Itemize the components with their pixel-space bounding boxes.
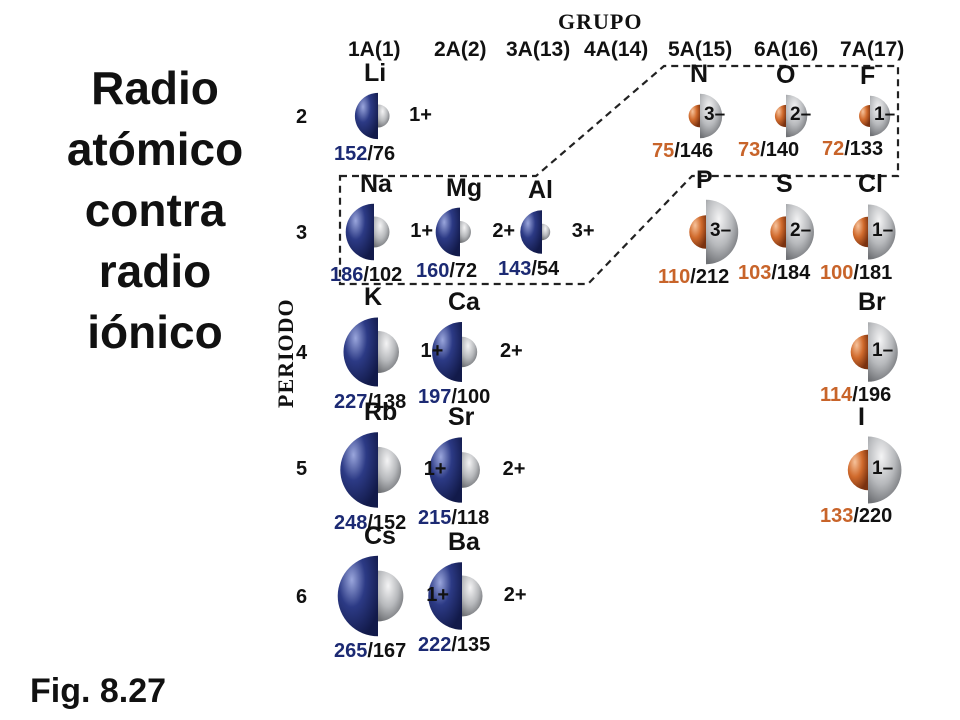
ion-charge: 1– [872, 458, 894, 479]
title-line: iónico [87, 306, 223, 358]
radius-values: 143/54 [498, 257, 560, 280]
element-symbol: P [696, 165, 713, 194]
ion-charge: 2+ [503, 584, 527, 606]
title-line: atómico [66, 123, 244, 175]
page-title: Radio atómico contra radio iónico [40, 58, 270, 363]
radius-values: 110/212 [658, 266, 730, 289]
radius-values: 227/138 [334, 390, 407, 413]
cation-sphere-al [520, 210, 551, 254]
radius-values: 222/135 [418, 633, 491, 656]
title-line: Radio [91, 62, 219, 114]
element-symbol: Rb [364, 398, 398, 427]
radius-values: 265/167 [334, 640, 407, 663]
ion-charge: 1– [874, 104, 896, 125]
period-label: 4 [296, 342, 308, 364]
anion-sphere-p [689, 199, 739, 265]
ion-charge: 3– [710, 220, 732, 241]
element-symbol: Br [858, 288, 886, 317]
period-label: 5 [296, 458, 308, 480]
element-symbol: N [690, 59, 709, 88]
cation-sphere-li [354, 92, 390, 140]
group-label: 1A(1) [348, 38, 401, 61]
ion-charge: 1– [872, 220, 894, 241]
cation-sphere-na [345, 203, 390, 261]
element-symbol: Li [364, 58, 387, 87]
figure-label: Fig. 8.27 [30, 672, 167, 710]
element-symbol: S [776, 170, 793, 199]
radius-values: 73/140 [738, 139, 800, 162]
element-symbol: Ba [448, 528, 480, 557]
cation-sphere-ca [432, 322, 478, 382]
cation-sphere-sr [429, 437, 480, 503]
cation-sphere-k [343, 317, 399, 387]
radius-values: 103/184 [738, 261, 811, 284]
radius-values: 152/76 [334, 143, 396, 166]
anion-sphere-cl [852, 204, 896, 260]
cation-sphere-cs [337, 555, 404, 637]
ion-charge: 1– [872, 340, 894, 361]
ion-charge: 2+ [492, 220, 516, 242]
title-line: radio [98, 245, 212, 297]
cation-sphere-ba [428, 562, 483, 630]
radius-values: 215/118 [418, 506, 490, 529]
period-label: 3 [296, 222, 308, 244]
radius-values: 248/152 [334, 511, 407, 534]
ion-charge: 3– [704, 104, 726, 125]
radius-values: 114/196 [820, 383, 892, 406]
group-label: 4A(14) [584, 38, 649, 61]
group-label: 2A(2) [434, 38, 487, 61]
period-label: 2 [296, 106, 308, 128]
anion-sphere-f [859, 95, 891, 137]
ion-charge: 1+ [410, 220, 434, 242]
element-symbol: O [776, 60, 796, 89]
ion-charge: 2+ [502, 458, 526, 480]
element-symbol: Cs [364, 521, 396, 550]
anion-sphere-i [847, 436, 902, 504]
group-label: 5A(15) [668, 38, 733, 61]
grupo-axis-label: GRUPO [558, 9, 643, 34]
group-label: 7A(17) [840, 38, 905, 61]
element-symbol: Sr [448, 403, 475, 432]
radius-values: 72/133 [822, 138, 884, 161]
ion-charge: 2– [790, 220, 812, 241]
group-label: 6A(16) [754, 38, 819, 61]
title-line: contra [84, 184, 226, 236]
cation-sphere-rb [340, 432, 402, 508]
radius-values: 75/146 [652, 140, 714, 163]
anion-sphere-o [774, 94, 808, 138]
ion-charge: 2+ [499, 340, 523, 362]
element-symbol: Al [528, 176, 553, 205]
ion-charge: 1+ [409, 104, 432, 126]
element-symbol: Mg [446, 173, 483, 202]
radius-values: 186/102 [330, 264, 403, 287]
ion-charge: 3+ [571, 220, 595, 242]
element-symbol: Ca [448, 288, 480, 317]
element-symbol: I [858, 402, 865, 431]
cation-sphere-mg [435, 207, 471, 257]
ion-charge: 2– [790, 104, 812, 125]
period-label: 6 [296, 586, 308, 608]
radius-values: 160/72 [416, 260, 478, 283]
radius-values: 197/100 [418, 385, 491, 408]
ion-charge: 1+ [420, 340, 444, 362]
radius-values: 133/220 [820, 505, 893, 528]
element-symbol: Cl [858, 170, 883, 199]
ion-charge: 1+ [423, 458, 447, 480]
radius-values: 100/181 [820, 261, 893, 284]
element-symbol: F [860, 61, 876, 90]
group-outline [338, 64, 900, 286]
anion-sphere-n [688, 93, 723, 139]
anion-sphere-br [850, 322, 898, 382]
element-symbol: K [364, 283, 383, 312]
anion-sphere-s [770, 204, 814, 260]
ion-charge: 1+ [426, 584, 450, 606]
group-label: 3A(13) [506, 38, 571, 61]
element-symbol: Na [360, 169, 392, 198]
